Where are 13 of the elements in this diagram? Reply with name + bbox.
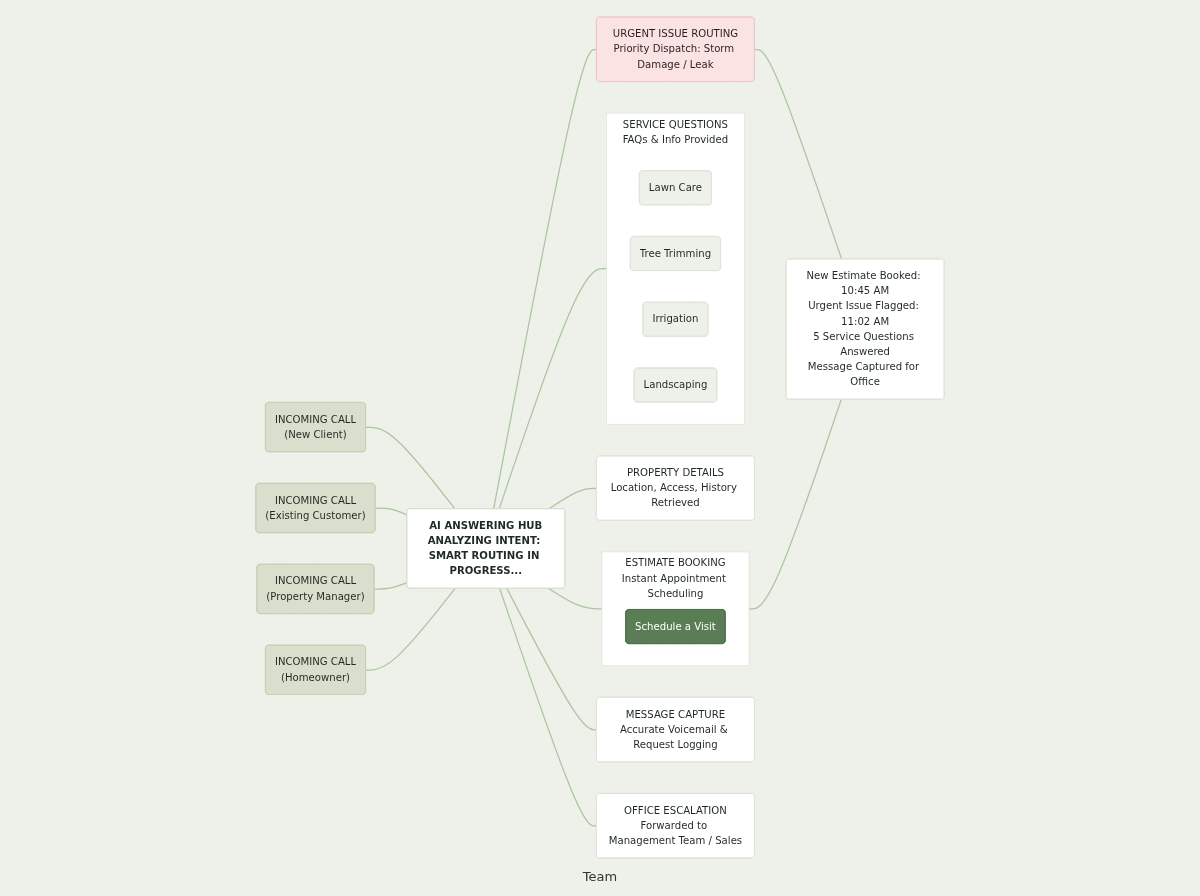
connector bbox=[547, 587, 603, 610]
connector bbox=[506, 588, 598, 731]
connector bbox=[748, 398, 842, 610]
connector bbox=[365, 588, 456, 671]
connector bbox=[374, 507, 408, 516]
connector bbox=[373, 581, 408, 590]
connector bbox=[365, 426, 456, 510]
connector bbox=[493, 48, 598, 510]
connector bbox=[499, 588, 598, 827]
connector bbox=[754, 48, 843, 260]
note-label: Team bbox=[582, 869, 618, 884]
connector bbox=[498, 268, 608, 510]
connector bbox=[548, 487, 598, 510]
